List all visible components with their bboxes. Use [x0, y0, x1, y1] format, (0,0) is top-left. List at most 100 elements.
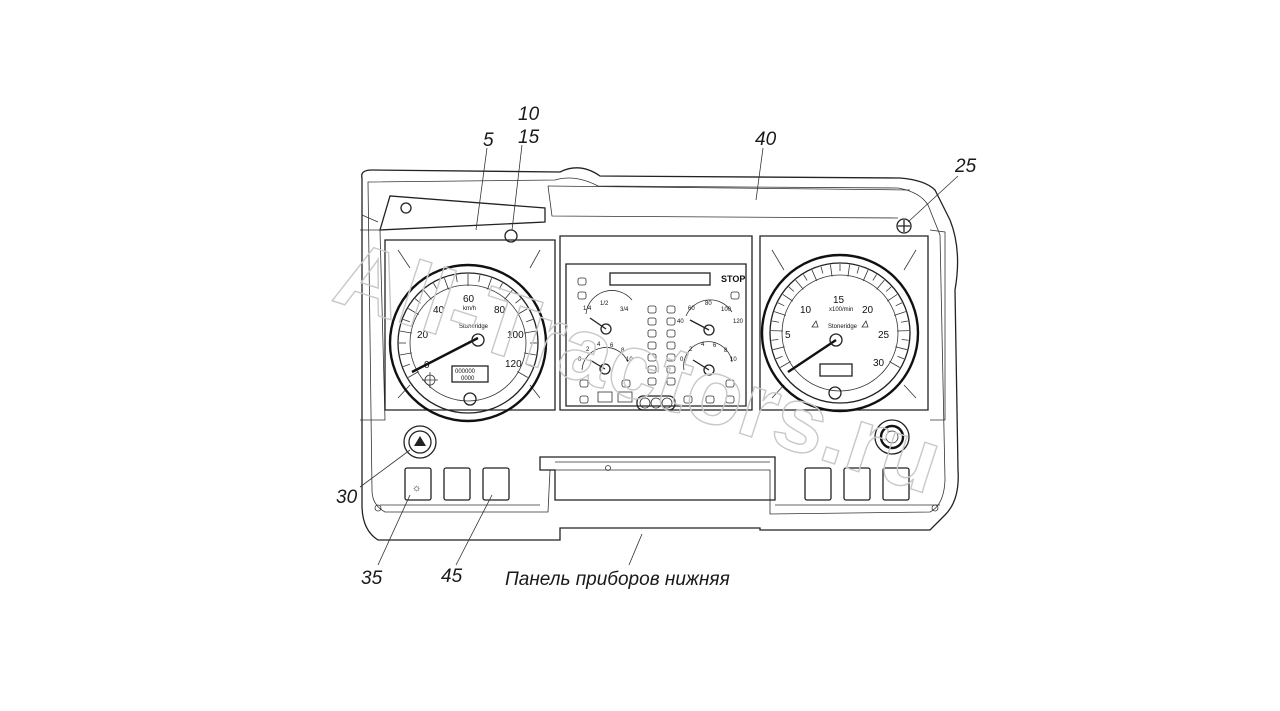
speedometer-needle	[411, 336, 479, 374]
center-gauge-panel: STOP 1/4 1/2 3/4 60 80 100 120 40 0 2 4 …	[559, 235, 753, 411]
pressure-mark: 4	[597, 342, 601, 348]
warning-lamp-icon	[666, 329, 676, 338]
tachometer-tick-mark	[872, 274, 877, 281]
warning-lamp-icon	[577, 291, 587, 300]
warning-lamp-icon	[666, 341, 676, 350]
mounting-screw	[896, 218, 912, 234]
speedometer-tick-mark	[524, 330, 537, 334]
reset-knob	[463, 392, 477, 406]
tachometer: 5 10 15 20 25 30 x100/min Stoneridge	[759, 235, 929, 413]
callout-30: 30	[336, 487, 358, 508]
speedometer-tick-mark	[408, 308, 419, 315]
air-mark: 4	[701, 342, 705, 348]
tachometer-tick-mark	[772, 346, 785, 351]
air-mark: 8	[724, 348, 728, 354]
rotary-knob	[874, 419, 910, 455]
speedometer-tick-mark	[526, 363, 533, 367]
warning-lamp-icon	[579, 395, 589, 404]
tachometer-tick-mark	[895, 346, 908, 351]
tachometer-tick-mark	[894, 311, 906, 316]
air-mark: 0	[680, 357, 684, 363]
warning-lamp-icon	[666, 365, 676, 374]
pressure-gauge-arc	[581, 347, 629, 371]
tachometer-brand: Stoneridge	[828, 324, 858, 330]
tachometer-tick-mark	[887, 294, 898, 302]
temp-mark: 120	[733, 319, 744, 325]
warning-lamp-icon	[647, 329, 657, 338]
tachometer-tick-mark	[820, 266, 824, 274]
switch-blank	[843, 467, 871, 501]
warning-lamp-icon	[647, 341, 657, 350]
temp-gauge-hub	[703, 324, 715, 336]
warning-lamp-icon	[647, 377, 657, 386]
tachometer-tick: 30	[873, 358, 885, 369]
mounting-screw	[931, 504, 939, 512]
speedometer-tick: 60	[463, 294, 475, 305]
tachometer-tick-mark	[811, 269, 818, 282]
fuel-gauge-arc	[585, 290, 633, 315]
tachometer-tick-mark	[788, 286, 795, 292]
speedometer-tick-mark	[524, 352, 537, 356]
tachometer-tick-mark	[847, 264, 850, 277]
switch-blank	[882, 467, 910, 501]
tachometer-tick-mark	[900, 320, 909, 323]
switch-blank	[804, 467, 832, 501]
fuel-mark: 1/4	[583, 306, 592, 312]
speedometer-tick-mark	[517, 371, 528, 378]
stop-label: STOP	[721, 274, 745, 284]
tachometer-tick-mark	[771, 339, 779, 341]
panel-housing	[360, 167, 959, 541]
hazard-triangle-icon	[414, 436, 426, 446]
hour-meter-display	[819, 363, 853, 377]
speedometer-tick-mark	[487, 278, 492, 290]
speedometer-tick: 80	[494, 305, 506, 316]
tachometer-tick-mark	[782, 294, 793, 302]
speedometer-tick: 40	[433, 305, 445, 316]
switch-row-left: ☼	[404, 467, 510, 501]
tachometer-tick-mark	[889, 361, 900, 368]
message-display	[609, 272, 711, 286]
warning-lamp-icon	[666, 317, 676, 326]
air-gauge-arc	[683, 341, 733, 371]
speedometer-tick-mark	[414, 298, 421, 304]
tachometer-tick: 20	[862, 305, 874, 316]
speedometer-tick-mark	[433, 283, 438, 290]
speedometer-unit: km/h	[463, 306, 476, 312]
warning-lamp-icon	[725, 395, 735, 404]
speedometer-tick-mark	[526, 319, 533, 323]
speedometer-hub	[471, 333, 485, 347]
temp-mark: 60	[688, 306, 695, 312]
mounting-screw	[605, 465, 611, 471]
speedometer-tick-mark	[399, 330, 412, 334]
warning-lamp-icon	[579, 379, 589, 388]
callout-15: 15	[518, 127, 540, 148]
warning-lamp-icon	[666, 353, 676, 362]
speedometer-brand: Stoneridge	[459, 324, 489, 330]
air-mark: 6	[713, 343, 717, 349]
tachometer-tick: 15	[833, 295, 845, 306]
pressure-gauge-hub	[599, 363, 611, 375]
speedometer-tick-mark	[444, 278, 449, 290]
tachometer-tick: 5	[785, 330, 791, 341]
warning-lamp-icon	[647, 305, 657, 314]
speedometer: 0 20 40 60 80 100 120 km/h Stoneridge 00…	[384, 239, 556, 423]
tachometer-needle	[787, 339, 837, 373]
speedometer-tick-mark	[403, 363, 410, 367]
fuel-mark: 1/2	[600, 301, 609, 307]
temp-gauge-arc	[685, 299, 733, 317]
speedometer-tick: 20	[417, 330, 429, 341]
temp-mark: 40	[677, 319, 684, 325]
mounting-screw	[504, 229, 518, 243]
trip-value: 0000	[461, 376, 475, 382]
pressure-mark: 10	[626, 357, 633, 363]
tachometer-tick-mark	[895, 302, 903, 307]
tachometer-tick-mark	[803, 274, 808, 281]
air-gauge-hub	[703, 364, 715, 376]
tachometer-tick-mark	[885, 286, 892, 292]
warning-lamp-icon	[666, 377, 676, 386]
tachometer-tick-mark	[771, 320, 780, 323]
warning-lamp-icon	[647, 353, 657, 362]
callout-35: 35	[361, 568, 383, 589]
pressure-mark: 6	[610, 343, 614, 349]
